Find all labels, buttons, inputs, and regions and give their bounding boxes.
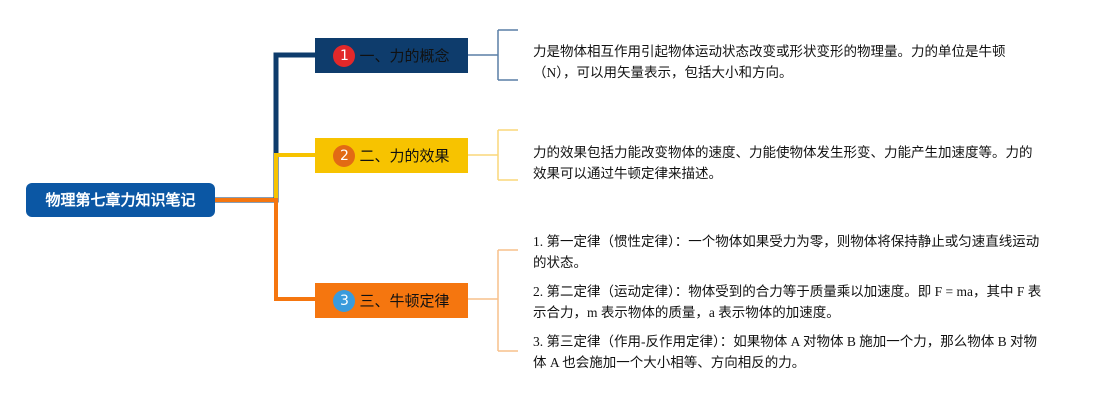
branch-node-1[interactable]: 1 一、力的概念 bbox=[315, 38, 468, 73]
leaf-third-law[interactable]: 3. 第三定律（作用-反作用定律）：如果物体 A 对物体 B 施加一个力，那么物… bbox=[533, 334, 1038, 370]
bracket-branch-3 bbox=[468, 249, 518, 352]
connector-branch-3 bbox=[215, 198, 315, 301]
branch-title-1: 一、力的概念 bbox=[359, 47, 450, 65]
connector-branch-2 bbox=[215, 153, 315, 202]
number-badge-3: 3 bbox=[333, 289, 356, 312]
bracket-branch-1 bbox=[468, 29, 518, 81]
branch-title-3: 三、牛顿定律 bbox=[359, 292, 450, 310]
leaf-second-law[interactable]: 2. 第二定律（运动定律）：物体受到的合力等于质量乘以加速度。即 F = ma，… bbox=[533, 284, 1042, 320]
branch-node-3[interactable]: 3 三、牛顿定律 bbox=[315, 283, 468, 318]
root-title: 物理第七章力知识笔记 bbox=[45, 191, 196, 209]
branch-node-2[interactable]: 2 二、力的效果 bbox=[315, 138, 468, 173]
number-badge-2: 2 bbox=[333, 144, 356, 167]
branch-title-2: 二、力的效果 bbox=[359, 147, 450, 165]
root-node[interactable]: 物理第七章力知识笔记 bbox=[26, 183, 215, 217]
number-badge-1: 1 bbox=[333, 44, 356, 67]
bracket-branch-2 bbox=[468, 129, 518, 181]
leaf-first-law[interactable]: 1. 第一定律（惯性定律）：一个物体如果受力为零，则物体将保持静止或匀速直线运动… bbox=[533, 234, 1040, 270]
leaf-force-concept[interactable]: 力是物体相互作用引起物体运动状态改变或形状变形的物理量。力的单位是牛顿（N），可… bbox=[533, 44, 1006, 80]
leaf-force-effects[interactable]: 力的效果包括力能改变物体的速度、力能使物体发生形变、力能产生加速度等。力的效果可… bbox=[533, 145, 1033, 181]
connector-branch-1 bbox=[215, 52, 315, 203]
